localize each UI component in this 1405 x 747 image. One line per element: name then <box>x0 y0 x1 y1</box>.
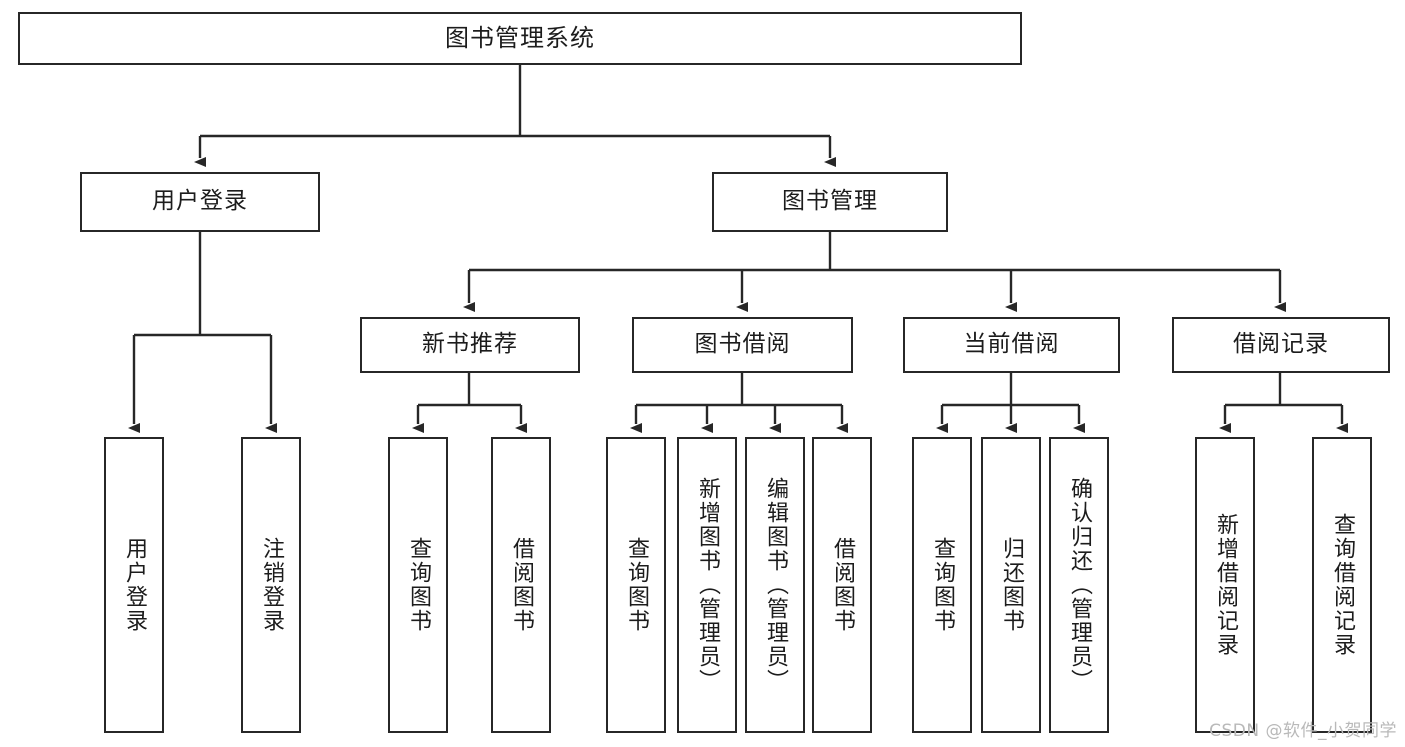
node-leaf-user-logout[interactable]: 注销登录 <box>241 437 301 733</box>
node-borrow-record[interactable]: 借阅记录 <box>1172 317 1390 373</box>
node-borrow-record-label: 借阅记录 <box>1233 331 1329 358</box>
node-leaf-query-book-1[interactable]: 查询图书 <box>388 437 448 733</box>
node-leaf-borrow-book-2-label: 借阅图书 <box>830 537 855 633</box>
node-leaf-user-login[interactable]: 用户登录 <box>104 437 164 733</box>
node-book-borrow-label: 图书借阅 <box>694 331 791 358</box>
node-leaf-query-record[interactable]: 查询借阅记录 <box>1312 437 1372 733</box>
node-leaf-add-book-label: 新增图书（管理员） <box>695 477 720 693</box>
node-leaf-query-book-2[interactable]: 查询图书 <box>606 437 666 733</box>
node-leaf-query-book-2-label: 查询图书 <box>624 537 649 633</box>
node-leaf-add-book[interactable]: 新增图书（管理员） <box>677 437 737 733</box>
node-leaf-query-book-3-label: 查询图书 <box>930 537 955 633</box>
node-user-login-label: 用户登录 <box>152 188 248 215</box>
node-root-label: 图书管理系统 <box>445 24 595 53</box>
node-leaf-add-record[interactable]: 新增借阅记录 <box>1195 437 1255 733</box>
node-leaf-edit-book-label: 编辑图书（管理员） <box>763 477 788 693</box>
node-leaf-borrow-book-1[interactable]: 借阅图书 <box>491 437 551 733</box>
node-leaf-edit-book[interactable]: 编辑图书（管理员） <box>745 437 805 733</box>
node-leaf-confirm-return-label: 确认归还（管理员） <box>1067 477 1092 693</box>
node-leaf-borrow-book-2[interactable]: 借阅图书 <box>812 437 872 733</box>
node-new-book-recommend-label: 新书推荐 <box>422 331 518 358</box>
node-root[interactable]: 图书管理系统 <box>18 12 1022 65</box>
node-leaf-query-book-3[interactable]: 查询图书 <box>912 437 972 733</box>
node-leaf-return-book[interactable]: 归还图书 <box>981 437 1041 733</box>
node-leaf-add-record-label: 新增借阅记录 <box>1213 513 1238 657</box>
node-book-management[interactable]: 图书管理 <box>712 172 948 232</box>
node-book-borrow[interactable]: 图书借阅 <box>632 317 853 373</box>
node-current-borrow-label: 当前借阅 <box>963 331 1060 358</box>
node-new-book-recommend[interactable]: 新书推荐 <box>360 317 580 373</box>
node-leaf-confirm-return[interactable]: 确认归还（管理员） <box>1049 437 1109 733</box>
node-leaf-query-book-1-label: 查询图书 <box>406 537 431 633</box>
node-leaf-borrow-book-1-label: 借阅图书 <box>509 537 534 633</box>
node-leaf-user-login-label: 用户登录 <box>122 537 147 633</box>
node-current-borrow[interactable]: 当前借阅 <box>903 317 1120 373</box>
node-leaf-return-book-label: 归还图书 <box>999 537 1024 633</box>
node-user-login[interactable]: 用户登录 <box>80 172 320 232</box>
node-book-management-label: 图书管理 <box>782 188 878 215</box>
watermark: CSDN @软件_小贺同学 <box>1209 721 1397 741</box>
node-leaf-query-record-label: 查询借阅记录 <box>1330 513 1355 657</box>
node-leaf-user-logout-label: 注销登录 <box>259 537 284 633</box>
